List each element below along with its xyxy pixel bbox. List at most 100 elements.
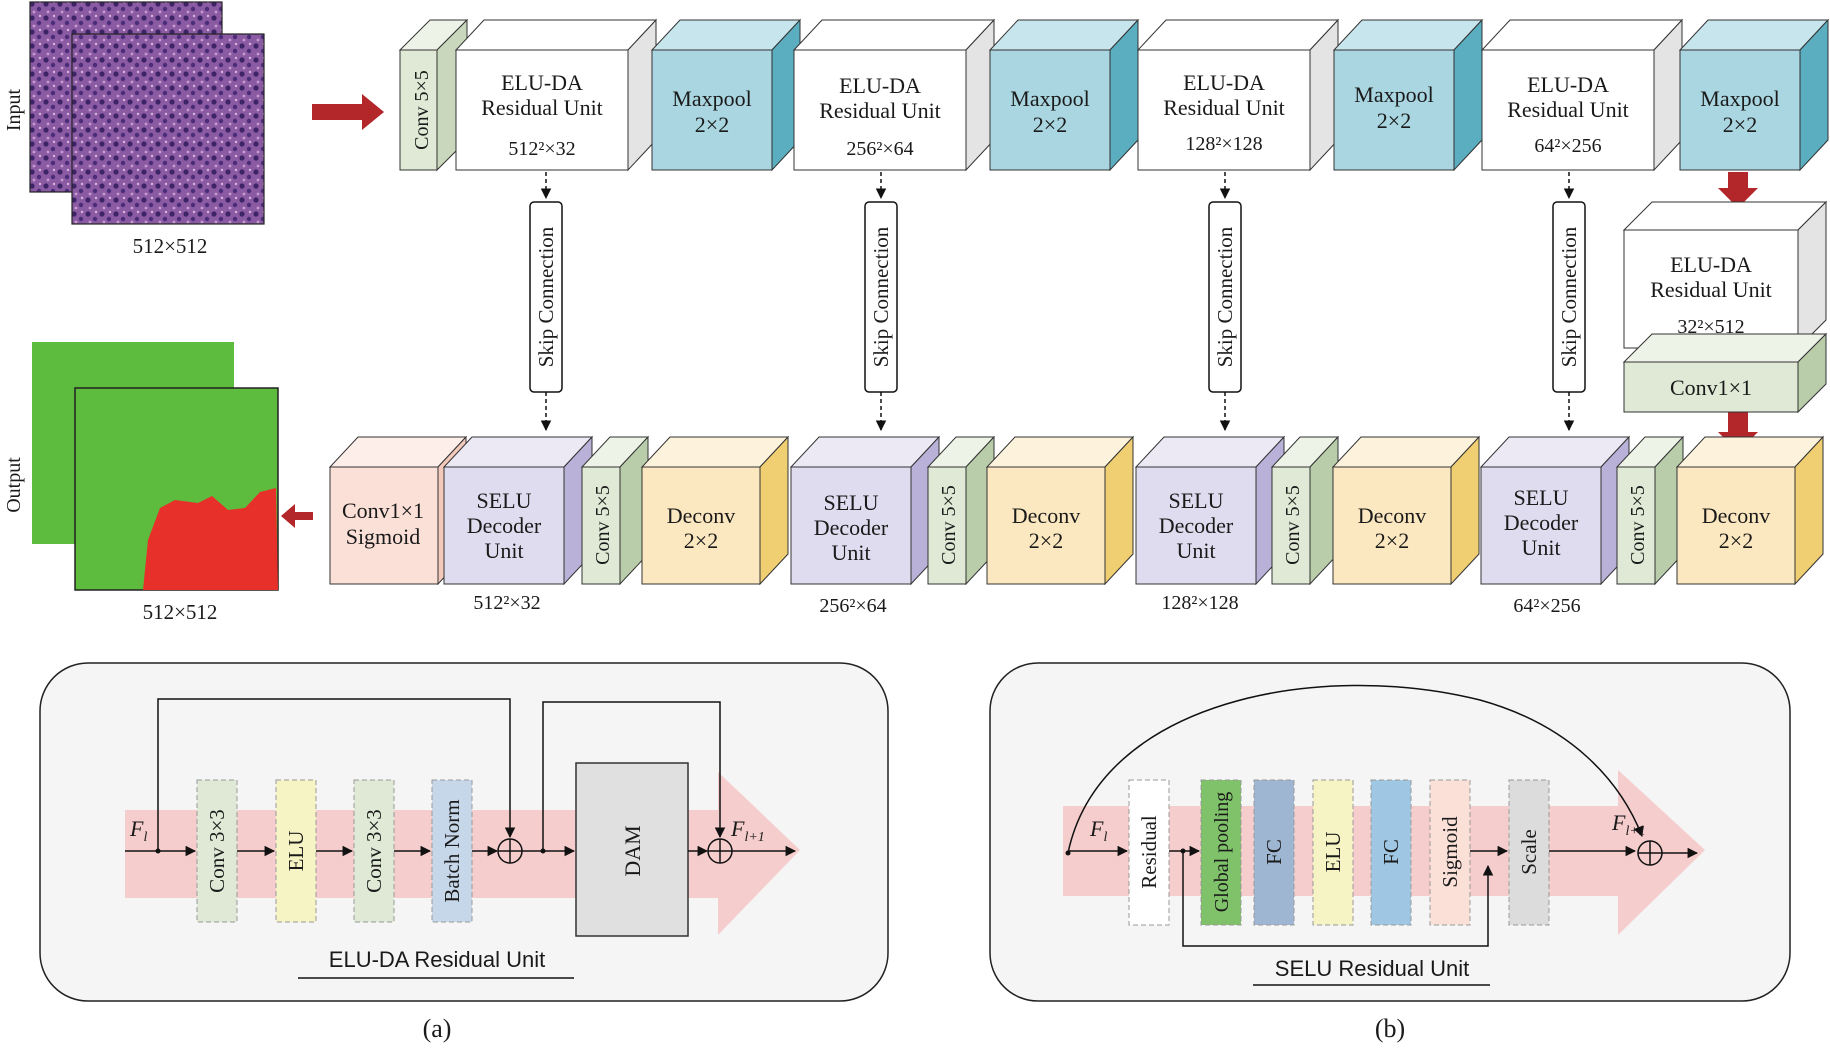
panel-b-sigmoid — [1429, 779, 1471, 926]
decoder-selu-3-line3: Unit — [1176, 538, 1215, 563]
decoder-selu-4-line1: SELU — [1514, 485, 1569, 510]
panel-b-fc-2-label: FC — [1379, 839, 1403, 865]
panel-a-conv-1 — [196, 779, 238, 923]
panel-a-fin-sub: l — [143, 830, 147, 845]
encoder-maxpool-2-line1: Maxpool — [1010, 86, 1089, 111]
decoder-deconv-1-line2: 2×2 — [684, 528, 718, 553]
encoder-unit-4 — [1480, 18, 1684, 172]
encoder-maxpool-1-line2: 2×2 — [695, 112, 729, 137]
decoder-conv-1-label: Conv 5×5 — [592, 485, 614, 565]
panel-b-global-pooling-label: Global pooling — [1211, 792, 1233, 913]
panel-b-residual-label: Residual — [1137, 815, 1161, 889]
panel-a-dam — [575, 762, 689, 937]
decoder-final-line2: Sigmoid — [346, 524, 421, 549]
decoder-selu-1-line3: Unit — [484, 538, 523, 563]
skip-connection-4 — [1552, 172, 1586, 432]
encoder-conv5x5-block — [398, 18, 469, 172]
decoder-selu-3-line2: Decoder — [1159, 513, 1234, 538]
decoder-selu-2-line1: SELU — [824, 490, 879, 515]
panel-a-batchnorm-label: Batch Norm — [440, 799, 464, 902]
encoder-unit-4-line1: ELU-DA — [1527, 72, 1609, 97]
decoder-conv-2-label: Conv 5×5 — [938, 485, 960, 565]
encoder-conv5x5-label: Conv 5×5 — [411, 70, 433, 150]
decoder-selu-1-line1: SELU — [477, 488, 532, 513]
decoder-selu-2-line3: Unit — [831, 540, 870, 565]
decoder-selu-4 — [1479, 435, 1631, 586]
panel-a-conv-1-label: Conv 3×3 — [205, 809, 229, 893]
decoder-deconv-1 — [640, 435, 790, 586]
decoder-conv-3-label: Conv 5×5 — [1282, 485, 1304, 565]
panel-b-elu-label: ELU — [1321, 832, 1345, 873]
panel-b-fin: Fl — [1089, 816, 1107, 845]
bottleneck-line1: ELU-DA — [1670, 252, 1752, 277]
output-label: Output — [3, 457, 25, 513]
decoder-final-line1: Conv1×1 — [342, 498, 424, 523]
panel-a-elu-label: ELU — [284, 831, 308, 872]
panel-b-sigmoid-label: Sigmoid — [1438, 816, 1462, 888]
panel-a-fin-main: F — [129, 816, 144, 841]
panel-b-scale — [1508, 779, 1550, 926]
panel-a-fout: Fl+1 — [730, 816, 765, 845]
encoder-unit-3 — [1136, 18, 1340, 172]
panel-a-dam-label: DAM — [620, 825, 645, 876]
encoder-unit-1-line2: Residual Unit — [481, 95, 603, 120]
encoder-maxpool-4 — [1678, 18, 1830, 172]
encoder-maxpool-2-line2: 2×2 — [1033, 112, 1067, 137]
bottleneck-unit — [1622, 200, 1828, 350]
encoder-maxpool-3 — [1332, 18, 1484, 172]
decoder-conv-1 — [580, 435, 650, 586]
panel-a-elu — [275, 779, 317, 923]
encoder-unit-2-line2: Residual Unit — [819, 98, 941, 123]
decoder-deconv-3-line1: Deconv — [1358, 503, 1426, 528]
decoder-deconv-2-line1: Deconv — [1012, 503, 1080, 528]
decoder-selu-4-line3: Unit — [1521, 535, 1560, 560]
encoder-maxpool-2 — [988, 18, 1140, 172]
encoder-unit-1-line1: ELU-DA — [501, 70, 583, 95]
panel-b-global-pooling — [1200, 779, 1242, 926]
encoder-unit-3-line1: ELU-DA — [1183, 70, 1265, 95]
decoder-dim-3: 128²×128 — [1161, 592, 1238, 614]
encoder-unit-2-dim: 256²×64 — [846, 138, 913, 160]
output-image-stack — [32, 342, 279, 591]
panel-b-fc-2 — [1370, 779, 1412, 926]
skip-connection-2-label: Skip Connection — [869, 226, 893, 367]
panel-b-elu — [1312, 779, 1354, 926]
panel-b-caption: (b) — [1375, 1014, 1405, 1043]
encoder-unit-2-line1: ELU-DA — [839, 73, 921, 98]
input-image-stack — [29, 1, 265, 225]
panel-b-fout-sub: l+1 — [1625, 824, 1645, 839]
panel-a-title: ELU-DA Residual Unit — [329, 947, 545, 972]
bottleneck-dim: 32²×512 — [1677, 316, 1744, 338]
skip-connection-3 — [1208, 172, 1242, 432]
panel-b-fin-sub: l — [1103, 830, 1107, 845]
panel-b-fout-main: F — [1611, 810, 1626, 835]
encoder-maxpool-1-line1: Maxpool — [672, 86, 751, 111]
skip-connection-1 — [529, 172, 563, 432]
decoder-deconv-1-line1: Deconv — [667, 503, 735, 528]
decoder-conv-4-label: Conv 5×5 — [1627, 485, 1649, 565]
decoder-deconv-4 — [1675, 435, 1825, 586]
decoder-deconv-2-line2: 2×2 — [1029, 528, 1063, 553]
panel-a-caption: (a) — [423, 1014, 452, 1043]
encoder-unit-2 — [792, 18, 996, 172]
skip-connection-1-label: Skip Connection — [534, 226, 558, 367]
skip-connection-2 — [864, 172, 898, 432]
panel-b-fin-main: F — [1089, 816, 1104, 841]
decoder-deconv-4-line1: Deconv — [1702, 503, 1770, 528]
decoder-dim-1: 512²×32 — [473, 592, 540, 614]
panel-b-title: SELU Residual Unit — [1275, 956, 1469, 981]
encoder-unit-4-line2: Residual Unit — [1507, 97, 1629, 122]
panel-b-fc-1-label: FC — [1262, 839, 1286, 865]
panel-a-fin: Fl — [129, 816, 147, 845]
encoder-unit-4-dim: 64²×256 — [1534, 135, 1601, 157]
decoder-selu-2-line2: Decoder — [814, 515, 889, 540]
decoder-deconv-2 — [985, 435, 1135, 586]
panel-a-fout-sub: l+1 — [744, 830, 764, 845]
input-label: Input — [3, 88, 25, 131]
decoder-dim-2: 256²×64 — [819, 595, 886, 617]
panel-a — [39, 662, 889, 1002]
encoder-maxpool-3-line1: Maxpool — [1354, 82, 1433, 107]
panel-b-residual — [1128, 779, 1170, 926]
decoder-deconv-3-line2: 2×2 — [1375, 528, 1409, 553]
bottleneck-conv1x1 — [1622, 332, 1828, 414]
